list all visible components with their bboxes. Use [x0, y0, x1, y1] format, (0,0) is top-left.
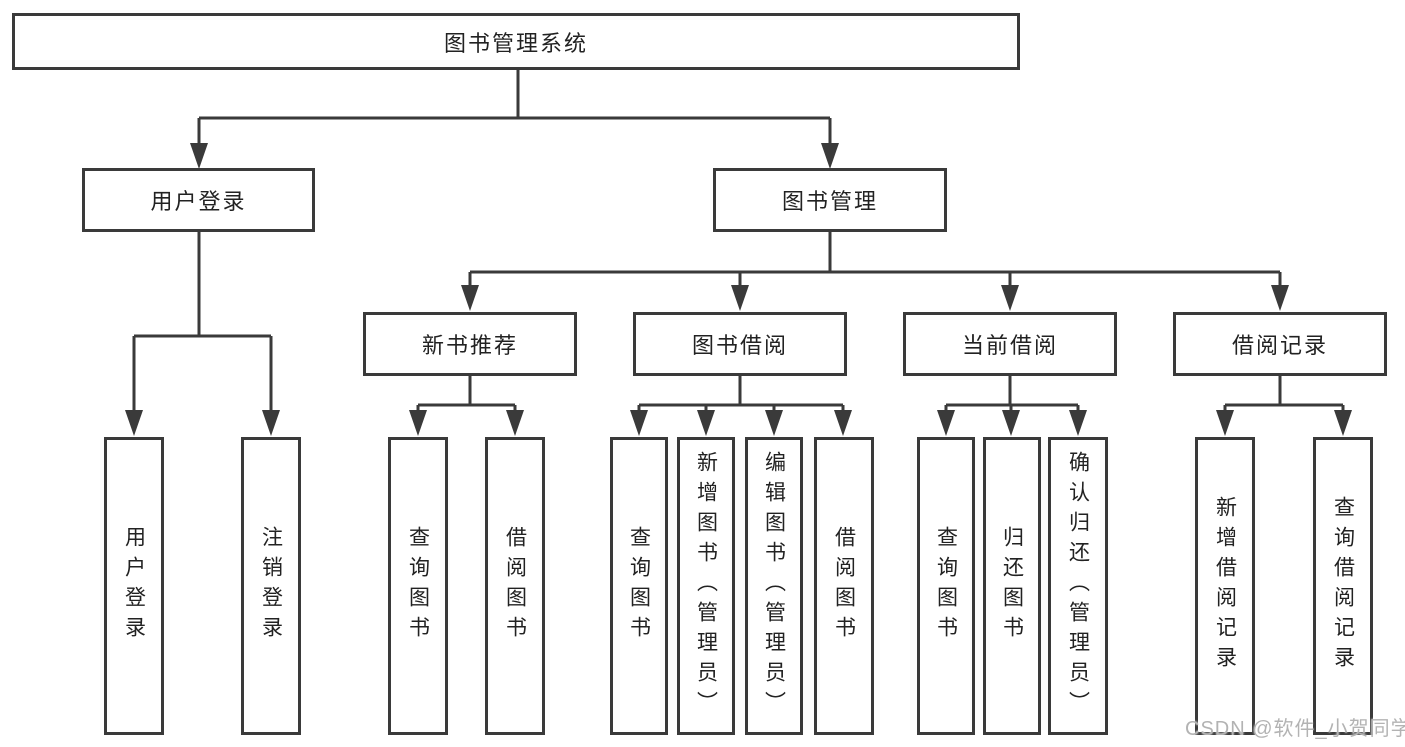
node-label: 用户登录 — [150, 189, 247, 214]
node-current-borrowing: 当前借阅 — [903, 312, 1117, 376]
leaf-label: 新增借阅记录 — [1213, 496, 1237, 676]
arrowhead-icon — [937, 410, 955, 436]
leaf-edit-book-admin: 编辑图书（管理员） — [745, 437, 803, 735]
leaf-label: 借阅图书 — [832, 526, 856, 646]
arrowhead-icon — [1001, 285, 1019, 311]
node-label: 新书推荐 — [421, 333, 518, 358]
leaf-user-login: 用户登录 — [104, 437, 164, 735]
leaf-return-books: 归还图书 — [983, 437, 1041, 735]
node-new-book-recommendation: 新书推荐 — [363, 312, 577, 376]
arrowhead-icon — [409, 410, 427, 436]
node-label: 当前借阅 — [961, 333, 1058, 358]
node-borrowing-records: 借阅记录 — [1173, 312, 1387, 376]
leaf-label: 查询借阅记录 — [1331, 496, 1355, 676]
leaf-label: 注销登录 — [259, 526, 283, 646]
arrowhead-icon — [125, 410, 143, 436]
leaf-confirm-return-admin: 确认归还（管理员） — [1048, 437, 1108, 735]
node-library-management-system: 图书管理系统 — [12, 13, 1020, 70]
node-label: 图书管理系统 — [443, 30, 588, 56]
arrowhead-icon — [765, 410, 783, 436]
leaf-query-books-borrow: 查询图书 — [610, 437, 668, 735]
arrowhead-icon — [731, 285, 749, 311]
node-label: 借阅记录 — [1231, 333, 1328, 358]
leaf-query-books-recommend: 查询图书 — [388, 437, 448, 735]
leaf-query-books-current: 查询图书 — [917, 437, 975, 735]
csdn-watermark: CSDN @软件_小贺同学 — [1185, 718, 1405, 740]
arrowhead-icon — [1334, 410, 1352, 436]
arrowhead-icon — [506, 410, 524, 436]
leaf-logout: 注销登录 — [241, 437, 301, 735]
arrowheads — [125, 143, 1352, 436]
node-label: 图书管理 — [781, 189, 878, 214]
arrowhead-icon — [630, 410, 648, 436]
arrowhead-icon — [461, 285, 479, 311]
leaf-add-borrow-record: 新增借阅记录 — [1195, 437, 1255, 735]
leaf-label: 用户登录 — [122, 526, 146, 646]
arrowhead-icon — [821, 143, 839, 169]
arrowhead-icon — [1271, 285, 1289, 311]
node-user-login: 用户登录 — [82, 168, 315, 232]
arrowhead-icon — [190, 143, 208, 169]
leaf-query-borrow-record: 查询借阅记录 — [1313, 437, 1373, 735]
arrowhead-icon — [1216, 410, 1234, 436]
arrowhead-icon — [1002, 410, 1020, 436]
leaf-label: 查询图书 — [627, 526, 651, 646]
leaf-label: 查询图书 — [934, 526, 958, 646]
leaf-label: 编辑图书（管理员） — [762, 451, 786, 721]
node-book-management: 图书管理 — [713, 168, 947, 232]
leaf-label: 确认归还（管理员） — [1066, 451, 1090, 721]
connector-path — [132, 70, 1345, 412]
arrowhead-icon — [1069, 410, 1087, 436]
leaf-label: 借阅图书 — [503, 526, 527, 646]
leaf-borrow-books: 借阅图书 — [814, 437, 874, 735]
leaf-label: 归还图书 — [1000, 526, 1024, 646]
leaf-borrow-books-recommend: 借阅图书 — [485, 437, 545, 735]
leaf-label: 查询图书 — [406, 526, 430, 646]
leaf-add-book-admin: 新增图书（管理员） — [677, 437, 735, 735]
arrowhead-icon — [697, 410, 715, 436]
node-label: 图书借阅 — [691, 333, 788, 358]
node-book-borrowing: 图书借阅 — [633, 312, 847, 376]
arrowhead-icon — [834, 410, 852, 436]
arrowhead-icon — [262, 410, 280, 436]
leaf-label: 新增图书（管理员） — [694, 451, 718, 721]
